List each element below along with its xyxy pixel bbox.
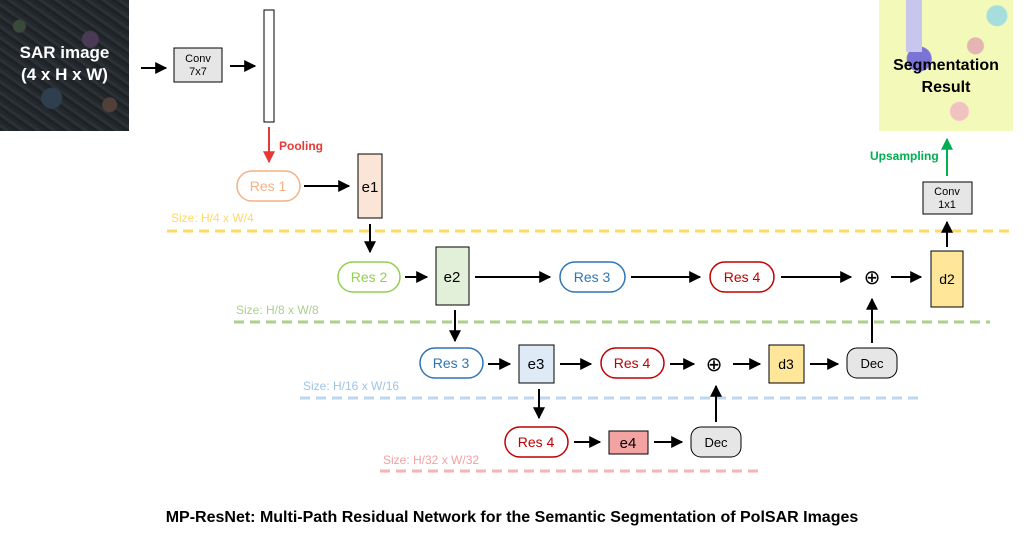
segmentation-result-label: Segmentation Result — [893, 57, 999, 96]
e3-label: e3 — [528, 356, 545, 373]
size-label-h4: Size: H/4 x W/4 — [171, 211, 254, 225]
conv1x1-line2: 1x1 — [938, 199, 956, 211]
sar-input-image — [0, 0, 129, 131]
res4c-block — [504, 426, 569, 458]
e2-label: e2 — [444, 269, 461, 286]
res2-block — [337, 261, 401, 293]
res4c-label: Res 4 — [518, 434, 555, 450]
e1-block — [357, 153, 383, 219]
e3-block — [518, 344, 555, 384]
feature-map-bar — [263, 9, 275, 123]
conv1x1-line1: Conv — [934, 186, 960, 198]
e4-label: e4 — [620, 435, 637, 452]
plus-node-2: ⊕ — [706, 354, 723, 376]
upsampling-label: Upsampling — [870, 149, 939, 163]
diagram-caption: MP-ResNet: Multi-Path Residual Network f… — [165, 509, 859, 526]
res3b-label: Res 3 — [433, 355, 470, 371]
size-label-h16: Size: H/16 x W/16 — [303, 379, 399, 393]
res4b-label: Res 4 — [614, 355, 651, 371]
res4a-label: Res 4 — [724, 269, 761, 285]
res1-label: Res 1 — [250, 178, 287, 194]
res1-block — [236, 170, 301, 202]
dec2-label: Dec — [704, 435, 728, 450]
conv7x7-line2: 7x7 — [189, 66, 207, 78]
d2-block — [930, 250, 964, 308]
res3a-block — [559, 261, 626, 293]
e2-block — [435, 246, 470, 306]
conv1x1-block — [922, 181, 973, 215]
conv7x7-block — [173, 47, 223, 83]
conv7x7-line1: Conv — [185, 53, 211, 65]
res2-label: Res 2 — [351, 269, 388, 285]
res3a-label: Res 3 — [574, 269, 611, 285]
d2-label: d2 — [939, 271, 955, 287]
sar-image-label: SAR image (4 x H x W) — [19, 43, 110, 84]
dec1-label: Dec — [860, 356, 884, 371]
d3-label: d3 — [778, 356, 794, 372]
dec2-block — [690, 426, 742, 458]
pooling-label: Pooling — [279, 139, 323, 153]
res3b-block — [419, 347, 484, 379]
size-label-h32: Size: H/32 x W/32 — [383, 453, 479, 467]
plus-node-1: ⊕ — [864, 267, 881, 289]
size-label-h8: Size: H/8 x W/8 — [236, 303, 319, 317]
segmentation-result-image — [879, 0, 1013, 131]
d3-block — [768, 344, 805, 384]
dec1-block — [846, 347, 898, 379]
res4b-block — [600, 347, 665, 379]
e4-block — [608, 430, 649, 455]
e1-label: e1 — [362, 179, 379, 196]
res4a-block — [709, 261, 775, 293]
